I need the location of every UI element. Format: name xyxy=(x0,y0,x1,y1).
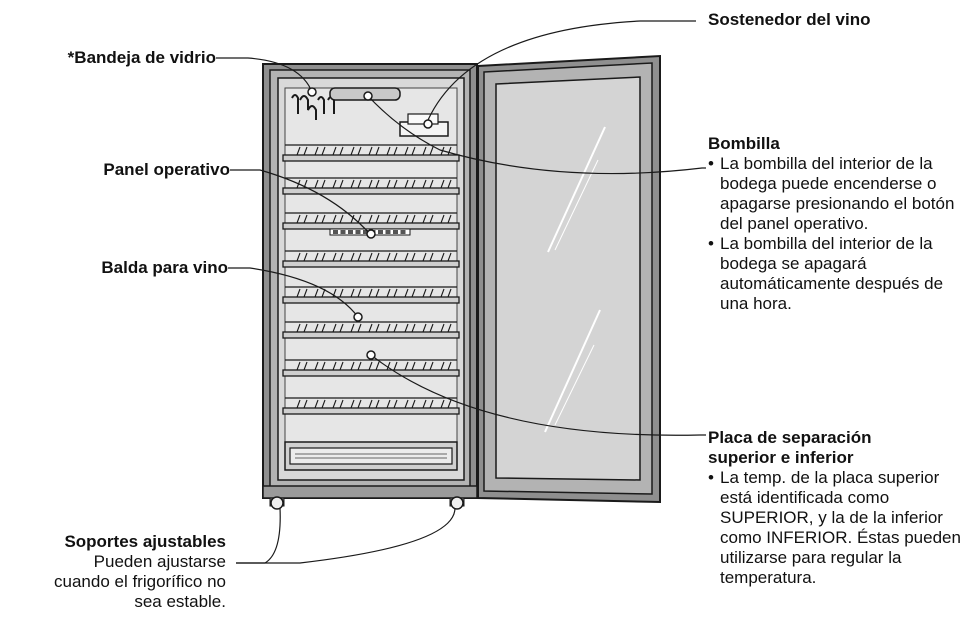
separator-note-1: La temp. de la placa superior está ident… xyxy=(708,468,968,588)
wine-shelves xyxy=(282,144,460,415)
panel-button xyxy=(333,230,338,234)
adjustable-feet xyxy=(269,496,465,510)
feet-title: Soportes ajustables xyxy=(64,532,226,551)
panel-button xyxy=(348,230,353,234)
wine-shelf xyxy=(282,144,460,162)
bottom-drawer xyxy=(284,441,458,471)
wine-shelf xyxy=(282,359,460,377)
callout-markers xyxy=(307,87,433,360)
panel-button xyxy=(340,230,346,234)
separator-callout: Placa de separación superior e inferior … xyxy=(708,428,968,588)
label-wine-holder: Sostenedor del vino xyxy=(708,10,871,29)
feet-line-3: sea estable. xyxy=(134,592,226,611)
label-wine-shelf: Balda para vino xyxy=(101,258,228,277)
panel-button xyxy=(393,230,398,234)
glass-door xyxy=(477,54,661,504)
lamp-note-1: La bombilla del interior de la bodega pu… xyxy=(708,154,968,234)
separator-title-1: Placa de separación xyxy=(708,428,872,447)
wine-shelf xyxy=(282,321,460,339)
panel-button xyxy=(400,230,406,234)
panel-button xyxy=(363,230,368,234)
leader-lines xyxy=(216,20,706,564)
wine-shelf xyxy=(282,177,460,195)
lamp-notes: La bombilla del interior de la bodega pu… xyxy=(708,154,968,314)
panel-button xyxy=(378,230,383,234)
separator-notes: La temp. de la placa superior está ident… xyxy=(708,468,968,588)
feet-line-2: cuando el frigorífico no xyxy=(54,572,226,591)
wine-shelf xyxy=(282,286,460,304)
label-control-panel: Panel operativo xyxy=(103,160,230,179)
feet-callout: Soportes ajustables Pueden ajustarse cua… xyxy=(54,532,226,612)
lamp-note-2: La bombilla del interior de la bodega se… xyxy=(708,234,968,314)
label-glass-tray: *Bandeja de vidrio xyxy=(67,48,216,67)
lamp-title: Bombilla xyxy=(708,134,780,153)
separator-title-2: superior e inferior xyxy=(708,448,854,467)
wine-shelf xyxy=(282,250,460,268)
wine-shelf xyxy=(282,397,460,415)
panel-button xyxy=(385,230,391,234)
lamp-callout: Bombilla La bombilla del interior de la … xyxy=(708,134,968,314)
feet-line-1: Pueden ajustarse xyxy=(93,552,226,571)
panel-button xyxy=(355,230,361,234)
